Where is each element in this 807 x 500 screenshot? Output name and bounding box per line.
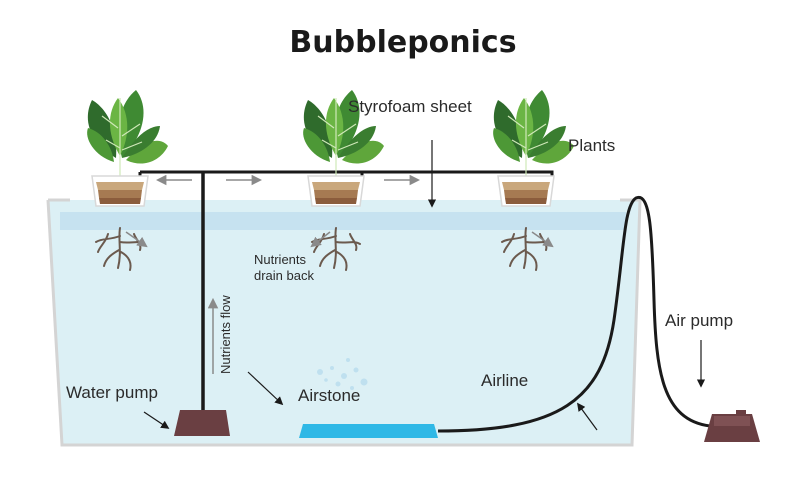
drain-arrow	[125, 231, 148, 248]
airstone-label: Airstone	[298, 386, 360, 405]
water-pump-pointer	[143, 411, 170, 429]
plant-icon	[492, 89, 575, 207]
nutrients-flow-label: Nutrients flow	[218, 295, 233, 374]
nutrients-drain-label-line2: drain back	[254, 268, 314, 283]
styrofoam-label: Styrofoam sheet	[348, 97, 472, 116]
drain-arrow	[310, 231, 331, 248]
nutrients-drain-label-line1: Nutrients	[254, 252, 307, 267]
airstone-icon	[299, 424, 438, 438]
bubbles-icon	[317, 358, 368, 390]
plants-label: Plants	[568, 136, 615, 155]
air-pump-icon	[704, 410, 760, 442]
plant-icon	[86, 89, 169, 207]
water-reservoir	[48, 200, 640, 445]
airline-pointer	[577, 402, 598, 431]
airline-tube	[437, 195, 711, 433]
airline-label: Airline	[481, 371, 528, 390]
airstone-pointer	[247, 371, 284, 406]
water-pump-label: Water pump	[66, 383, 158, 402]
styrofoam-sheet	[60, 212, 626, 230]
diagram-title: Bubbleponics	[289, 25, 516, 60]
water-pump-icon	[174, 410, 230, 436]
air-pump-label: Air pump	[665, 311, 733, 330]
tank-outline	[46, 199, 642, 447]
drain-arrow	[531, 231, 554, 248]
